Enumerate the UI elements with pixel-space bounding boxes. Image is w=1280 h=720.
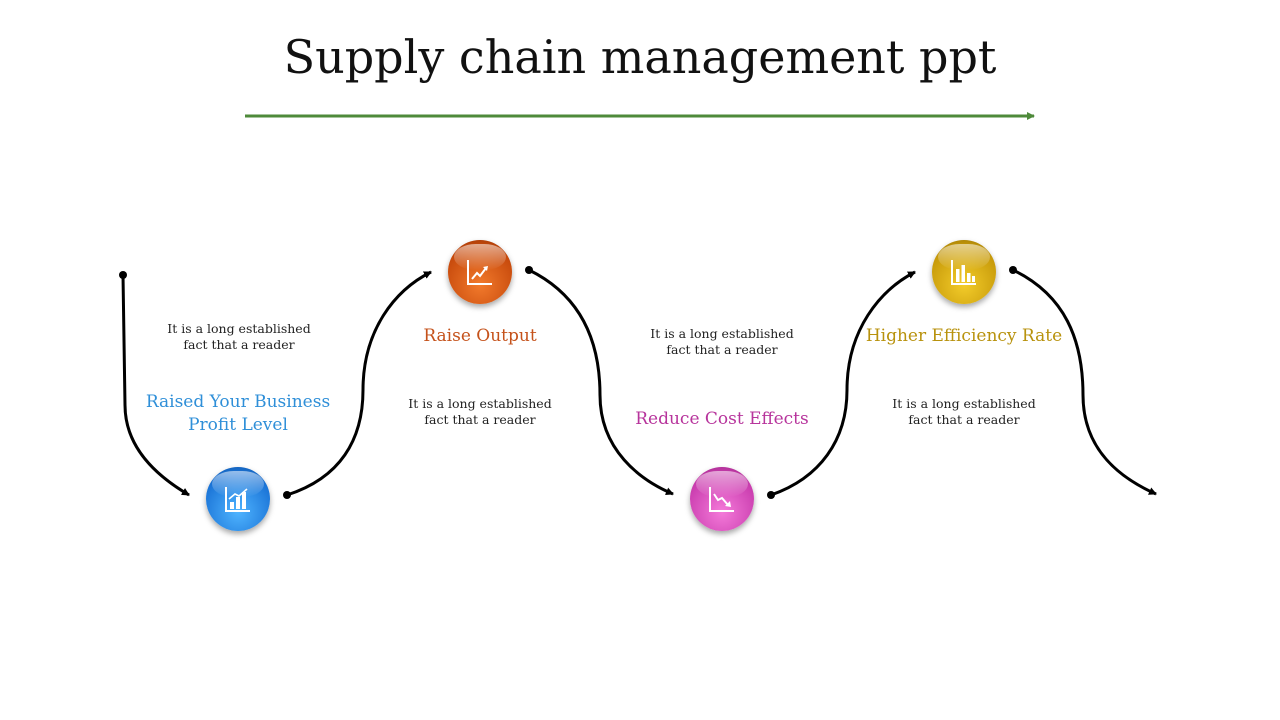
- slide-title: Supply chain management ppt: [283, 30, 997, 84]
- connector-3: [528, 268, 674, 496]
- line-chart-up-icon: [467, 260, 492, 285]
- step-4-title: Higher Efficiency Rate: [865, 326, 1063, 346]
- bar-chart-arrow-icon: [225, 487, 250, 512]
- connector-4: [770, 270, 916, 497]
- step-2-title: Raise Output: [423, 326, 537, 346]
- line-chart-down-icon: [709, 487, 734, 512]
- bar-chart-icon: [951, 260, 976, 285]
- step-2-desc: It is a long established fact that a rea…: [408, 396, 552, 427]
- step-4-circle: [932, 240, 996, 304]
- step-1-desc: It is a long established fact that a rea…: [167, 321, 311, 352]
- step-2-circle: [448, 240, 512, 304]
- step-3-title: Reduce Cost Effects: [635, 409, 809, 429]
- connector-1: [121, 274, 190, 497]
- step-3-desc: It is a long established fact that a rea…: [650, 326, 794, 357]
- step-1-title: Raised Your Business Profit Level: [145, 392, 331, 435]
- connector-5: [1012, 268, 1157, 496]
- step-3-circle: [690, 467, 754, 531]
- step-1-circle: [206, 467, 270, 531]
- step-4-desc: It is a long established fact that a rea…: [892, 396, 1036, 427]
- connector-2: [286, 270, 432, 497]
